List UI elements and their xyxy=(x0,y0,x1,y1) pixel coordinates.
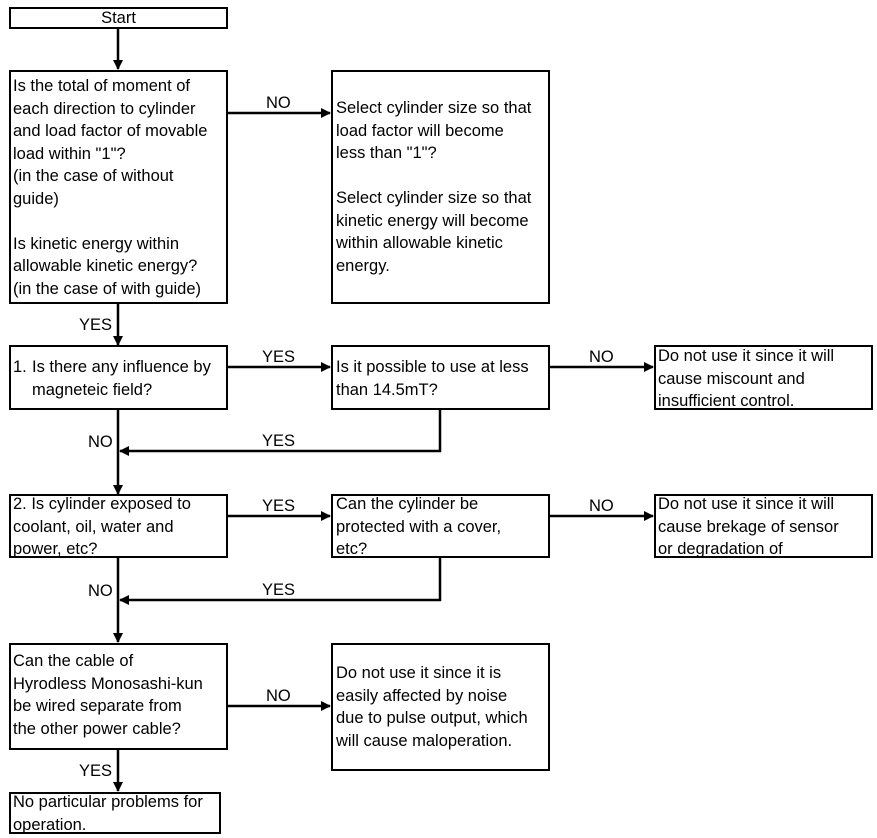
magnetic-field-yes-label: YES xyxy=(262,348,296,366)
moment-check-box xyxy=(9,70,228,304)
moment-check-no-label: NO xyxy=(266,94,291,112)
cable-routing-box xyxy=(9,643,228,750)
magnetic-field-num: 1. xyxy=(13,358,27,376)
exposure-text: 2. Is cylinder exposed to coolant, oil, … xyxy=(13,495,191,558)
cover-text: Can the cylinder be protected with a cov… xyxy=(336,495,502,558)
moment-check-yes-label: YES xyxy=(79,316,113,334)
noise-warning-text: Do not use it since it is easily affecte… xyxy=(336,664,528,750)
miscount-warning-text: Do not use it since it will cause miscou… xyxy=(658,347,835,410)
moment-check-text: Is the total of moment of each direction… xyxy=(13,77,208,298)
magnetic-field-box xyxy=(9,345,228,410)
miscount-warning-box xyxy=(654,345,873,410)
no-problems-text: No particular problems for operation. xyxy=(13,793,203,834)
cover-box xyxy=(331,494,550,558)
cable-routing-no-label: NO xyxy=(266,687,291,705)
arrow-q2b-yes xyxy=(119,410,442,456)
cable-routing-yes-label: YES xyxy=(79,762,113,780)
field-strength-yes-label: YES xyxy=(262,432,296,450)
select-size-box xyxy=(331,70,550,304)
exposure-yes-label: YES xyxy=(262,497,296,515)
cover-no-label: NO xyxy=(589,497,614,515)
magnetic-field-no-label: NO xyxy=(88,433,113,451)
breakage-warning-text: Do not use it since it will cause brekag… xyxy=(658,495,839,558)
field-strength-box xyxy=(331,345,550,410)
cover-yes-label: YES xyxy=(262,581,296,599)
field-strength-no-label: NO xyxy=(589,348,614,366)
field-strength-text: Is it possible to use at less than 14.5m… xyxy=(336,358,529,399)
cable-routing-text: Can the cable of Hyrodless Monosashi-kun… xyxy=(13,652,203,738)
start-box: Start xyxy=(9,7,228,29)
arrow-q3b-yes xyxy=(119,558,442,605)
select-size-text: Select cylinder size so that load factor… xyxy=(336,99,532,275)
magnetic-field-text: Is there any influence by magneteic fiel… xyxy=(32,358,211,399)
start-label: Start xyxy=(101,9,136,27)
exposure-box xyxy=(9,494,228,558)
breakage-warning-box xyxy=(654,494,873,558)
no-problems-box xyxy=(9,792,221,834)
exposure-no-label: NO xyxy=(88,582,113,600)
noise-warning-box xyxy=(331,643,550,771)
